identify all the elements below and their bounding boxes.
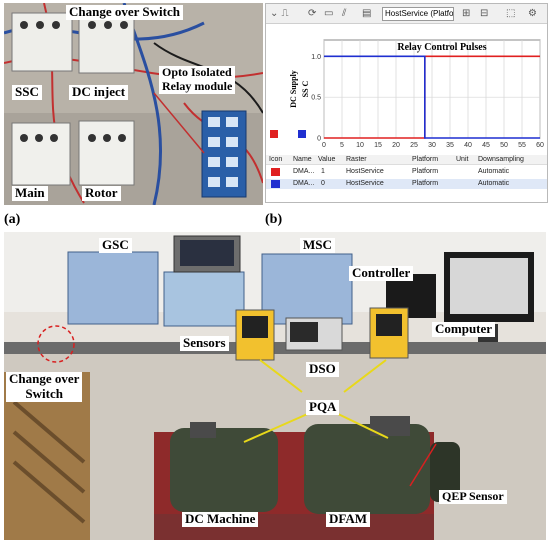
x-tick-label: 20 <box>392 142 400 149</box>
table-row[interactable]: DMA... 0 HostService Platform Automatic <box>266 179 547 189</box>
rotor-label: Rotor <box>82 185 121 201</box>
gsc-label: GSC <box>99 237 132 253</box>
y-tick-label: 0.5 <box>311 95 321 102</box>
x-tick-label: 50 <box>500 142 508 149</box>
col-icon: Icon <box>269 156 283 163</box>
row-downsampling: Automatic <box>478 180 510 187</box>
col-name: Name <box>293 156 312 163</box>
table-row[interactable]: DMA... 1 HostService Platform Automatic <box>266 167 547 177</box>
y-axis-label-ssc: SS C <box>301 80 310 97</box>
x-tick-label: 55 <box>518 142 526 149</box>
table-header: Icon Name Value Raster Platform Unit Dow… <box>266 155 547 165</box>
changeover-switch-label: Change over Switch <box>6 371 83 402</box>
dso-label: DSO <box>306 361 339 377</box>
refresh-icon[interactable]: ⟳ <box>308 8 317 19</box>
row-name: DMA... <box>293 180 315 187</box>
series-line-blue <box>324 55 540 139</box>
row-platform: Platform <box>412 180 439 187</box>
x-tick-label: 45 <box>482 142 490 149</box>
plot-area: 0 5 10 15 20 25 30 35 40 45 50 55 60 1.0 0.5 0 DC Supply… <box>266 26 547 154</box>
x-tick-label: 10 <box>356 142 364 149</box>
signal-table: Icon Name Value Raster Platform Unit Dow… <box>266 155 547 202</box>
row-downsampling: Automatic <box>478 168 510 175</box>
row-platform: Platform <box>412 168 439 175</box>
col-unit: Unit <box>456 156 469 163</box>
y-tick-label: 1.0 <box>311 54 321 61</box>
relay-panel-photo: Change over Switch SSC DC inject Opto Is… <box>4 3 263 205</box>
relay-panel-illustration <box>4 3 263 205</box>
x-tick-label: 40 <box>464 142 472 149</box>
x-tick-label: 30 <box>428 142 436 149</box>
y-axis-label-dc: DC Supply <box>289 70 298 108</box>
lab-setup-illustration <box>4 232 546 540</box>
row-raster: HostService <box>346 180 384 187</box>
series-color-swatch <box>271 168 280 176</box>
col-platform: Platform <box>412 156 439 163</box>
y-tick-label: 0 <box>317 136 321 143</box>
software-window: ⌄ ⎍ ⟳ ▭ ⫽ ▤ HostService (Platfor ⊞ ⊟ ⬚ ⚙… <box>265 3 548 203</box>
x-tick-label: 0 <box>322 142 326 149</box>
scale-icon[interactable]: ⊟ <box>480 8 489 19</box>
col-raster: Raster <box>346 156 367 163</box>
platform-select[interactable]: HostService (Platfor <box>382 7 454 21</box>
dropdown-icon[interactable]: ⌄ ⎍ <box>270 8 289 19</box>
dc-machine-label: DC Machine <box>182 511 259 527</box>
x-tick-label: 5 <box>340 142 344 149</box>
pqa-label: PQA <box>306 399 340 415</box>
dfam-label: DFAM <box>326 511 371 527</box>
settings-icon[interactable]: ⚙ <box>528 8 537 19</box>
zoom-icon[interactable]: ⊞ <box>462 8 471 19</box>
row-raster: HostService <box>346 168 384 175</box>
col-value: Value <box>318 156 336 163</box>
row-name: DMA... <box>293 168 315 175</box>
chart-view-icon[interactable]: ▭ <box>324 8 334 19</box>
relay-pulse-chart: 0 5 10 15 20 25 30 35 40 45 50 55 60 1.0 0.5 0 DC Supply… <box>270 39 544 149</box>
row-value: 1 <box>321 168 325 175</box>
caption-a: (a) <box>4 212 21 227</box>
changeover-switch-label: Change over Switch <box>66 4 183 20</box>
dc-inject-label: DC inject <box>69 84 129 100</box>
legend-swatch-blue <box>298 130 306 138</box>
opto-relay-label: Opto Isolated Relay module <box>159 65 236 94</box>
layout-icon[interactable]: ▤ <box>362 8 372 19</box>
x-tick-label: 25 <box>410 142 418 149</box>
sensors-label: Sensors <box>180 335 229 351</box>
fit-icon[interactable]: ⬚ <box>506 8 516 19</box>
x-tick-label: 35 <box>446 142 454 149</box>
line-chart-icon[interactable]: ⫽ <box>342 8 347 19</box>
legend-swatch-red <box>270 130 278 138</box>
col-downsampling: Downsampling <box>478 156 524 163</box>
x-tick-label: 15 <box>374 142 382 149</box>
qep-sensor-label: QEP Sensor <box>439 489 507 504</box>
lab-setup-photo: GSC MSC Controller Sensors Computer Chan… <box>4 232 546 540</box>
row-value: 0 <box>321 180 325 187</box>
x-tick-label: 60 <box>536 142 544 149</box>
ssc-label: SSC <box>12 84 42 100</box>
toolbar: ⌄ ⎍ ⟳ ▭ ⫽ ▤ HostService (Platfor ⊞ ⊟ ⬚ ⚙ <box>266 4 547 24</box>
chart-title: Relay Control Pulses <box>397 42 486 53</box>
controller-label: Controller <box>349 265 414 281</box>
main-label: Main <box>12 185 48 201</box>
msc-label: MSC <box>300 237 335 253</box>
series-color-swatch <box>271 180 280 188</box>
caption-b: (b) <box>265 212 283 227</box>
computer-label: Computer <box>432 321 496 337</box>
